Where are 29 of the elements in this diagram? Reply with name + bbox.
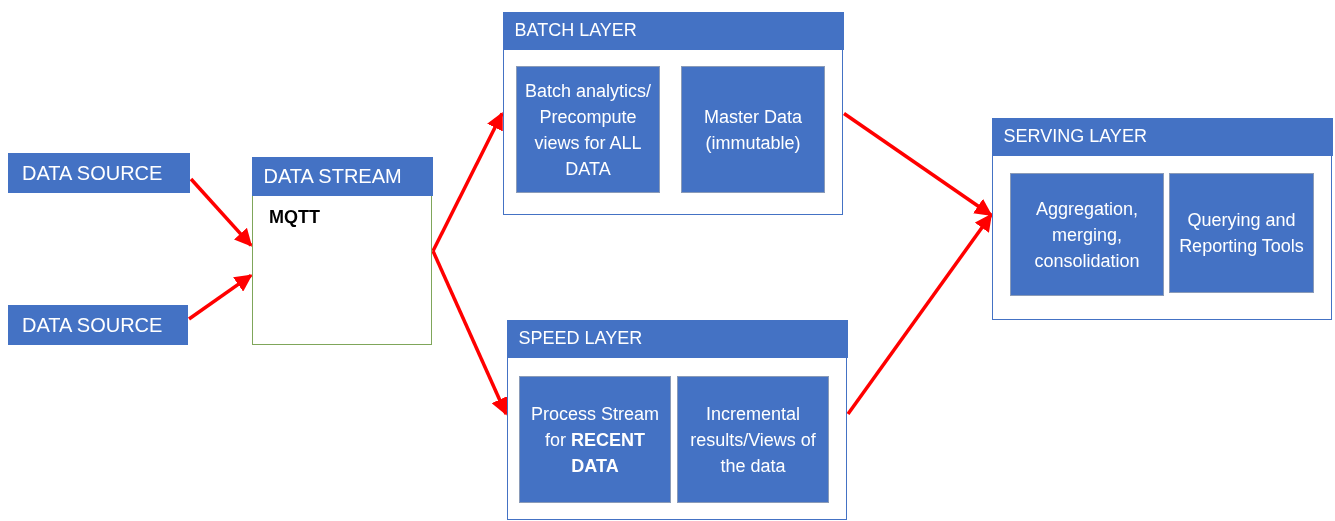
process-box bbox=[1169, 173, 1314, 293]
layer-panel bbox=[507, 320, 847, 520]
box-text: Process Stream for RECENT DATA bbox=[529, 402, 660, 478]
arrow bbox=[431, 250, 508, 416]
arrow bbox=[843, 112, 993, 217]
source-box: DATA SOURCE bbox=[8, 153, 190, 193]
box-title: DATA STREAM bbox=[251, 156, 433, 196]
process-box bbox=[516, 66, 660, 193]
process-box bbox=[519, 376, 671, 503]
box-text: Batch analytics/ Precompute views for ALL DATA bbox=[523, 79, 653, 181]
layer-title: BATCH LAYER bbox=[502, 11, 844, 50]
box-text: Incremental results/Views of the data bbox=[689, 402, 817, 478]
layer-title: SERVING LAYER bbox=[991, 117, 1333, 156]
arrow bbox=[189, 177, 253, 247]
box-text: Querying and Reporting Tools bbox=[1178, 209, 1305, 258]
arrow bbox=[188, 274, 253, 321]
arrow bbox=[431, 111, 504, 252]
source-box: DATA SOURCE bbox=[8, 305, 188, 345]
box-text: Aggregation, merging, consolidation bbox=[1033, 197, 1141, 273]
process-box bbox=[681, 66, 825, 193]
layer-title: SPEED LAYER bbox=[506, 319, 848, 358]
layer-panel bbox=[992, 118, 1332, 320]
box-text: MQTT bbox=[269, 206, 321, 229]
arrow bbox=[846, 213, 993, 415]
process-box bbox=[1010, 173, 1164, 296]
process-box bbox=[677, 376, 829, 503]
layer-panel bbox=[503, 12, 843, 215]
box-text: Master Data (immutable) bbox=[702, 105, 803, 155]
stream-box bbox=[252, 157, 432, 345]
